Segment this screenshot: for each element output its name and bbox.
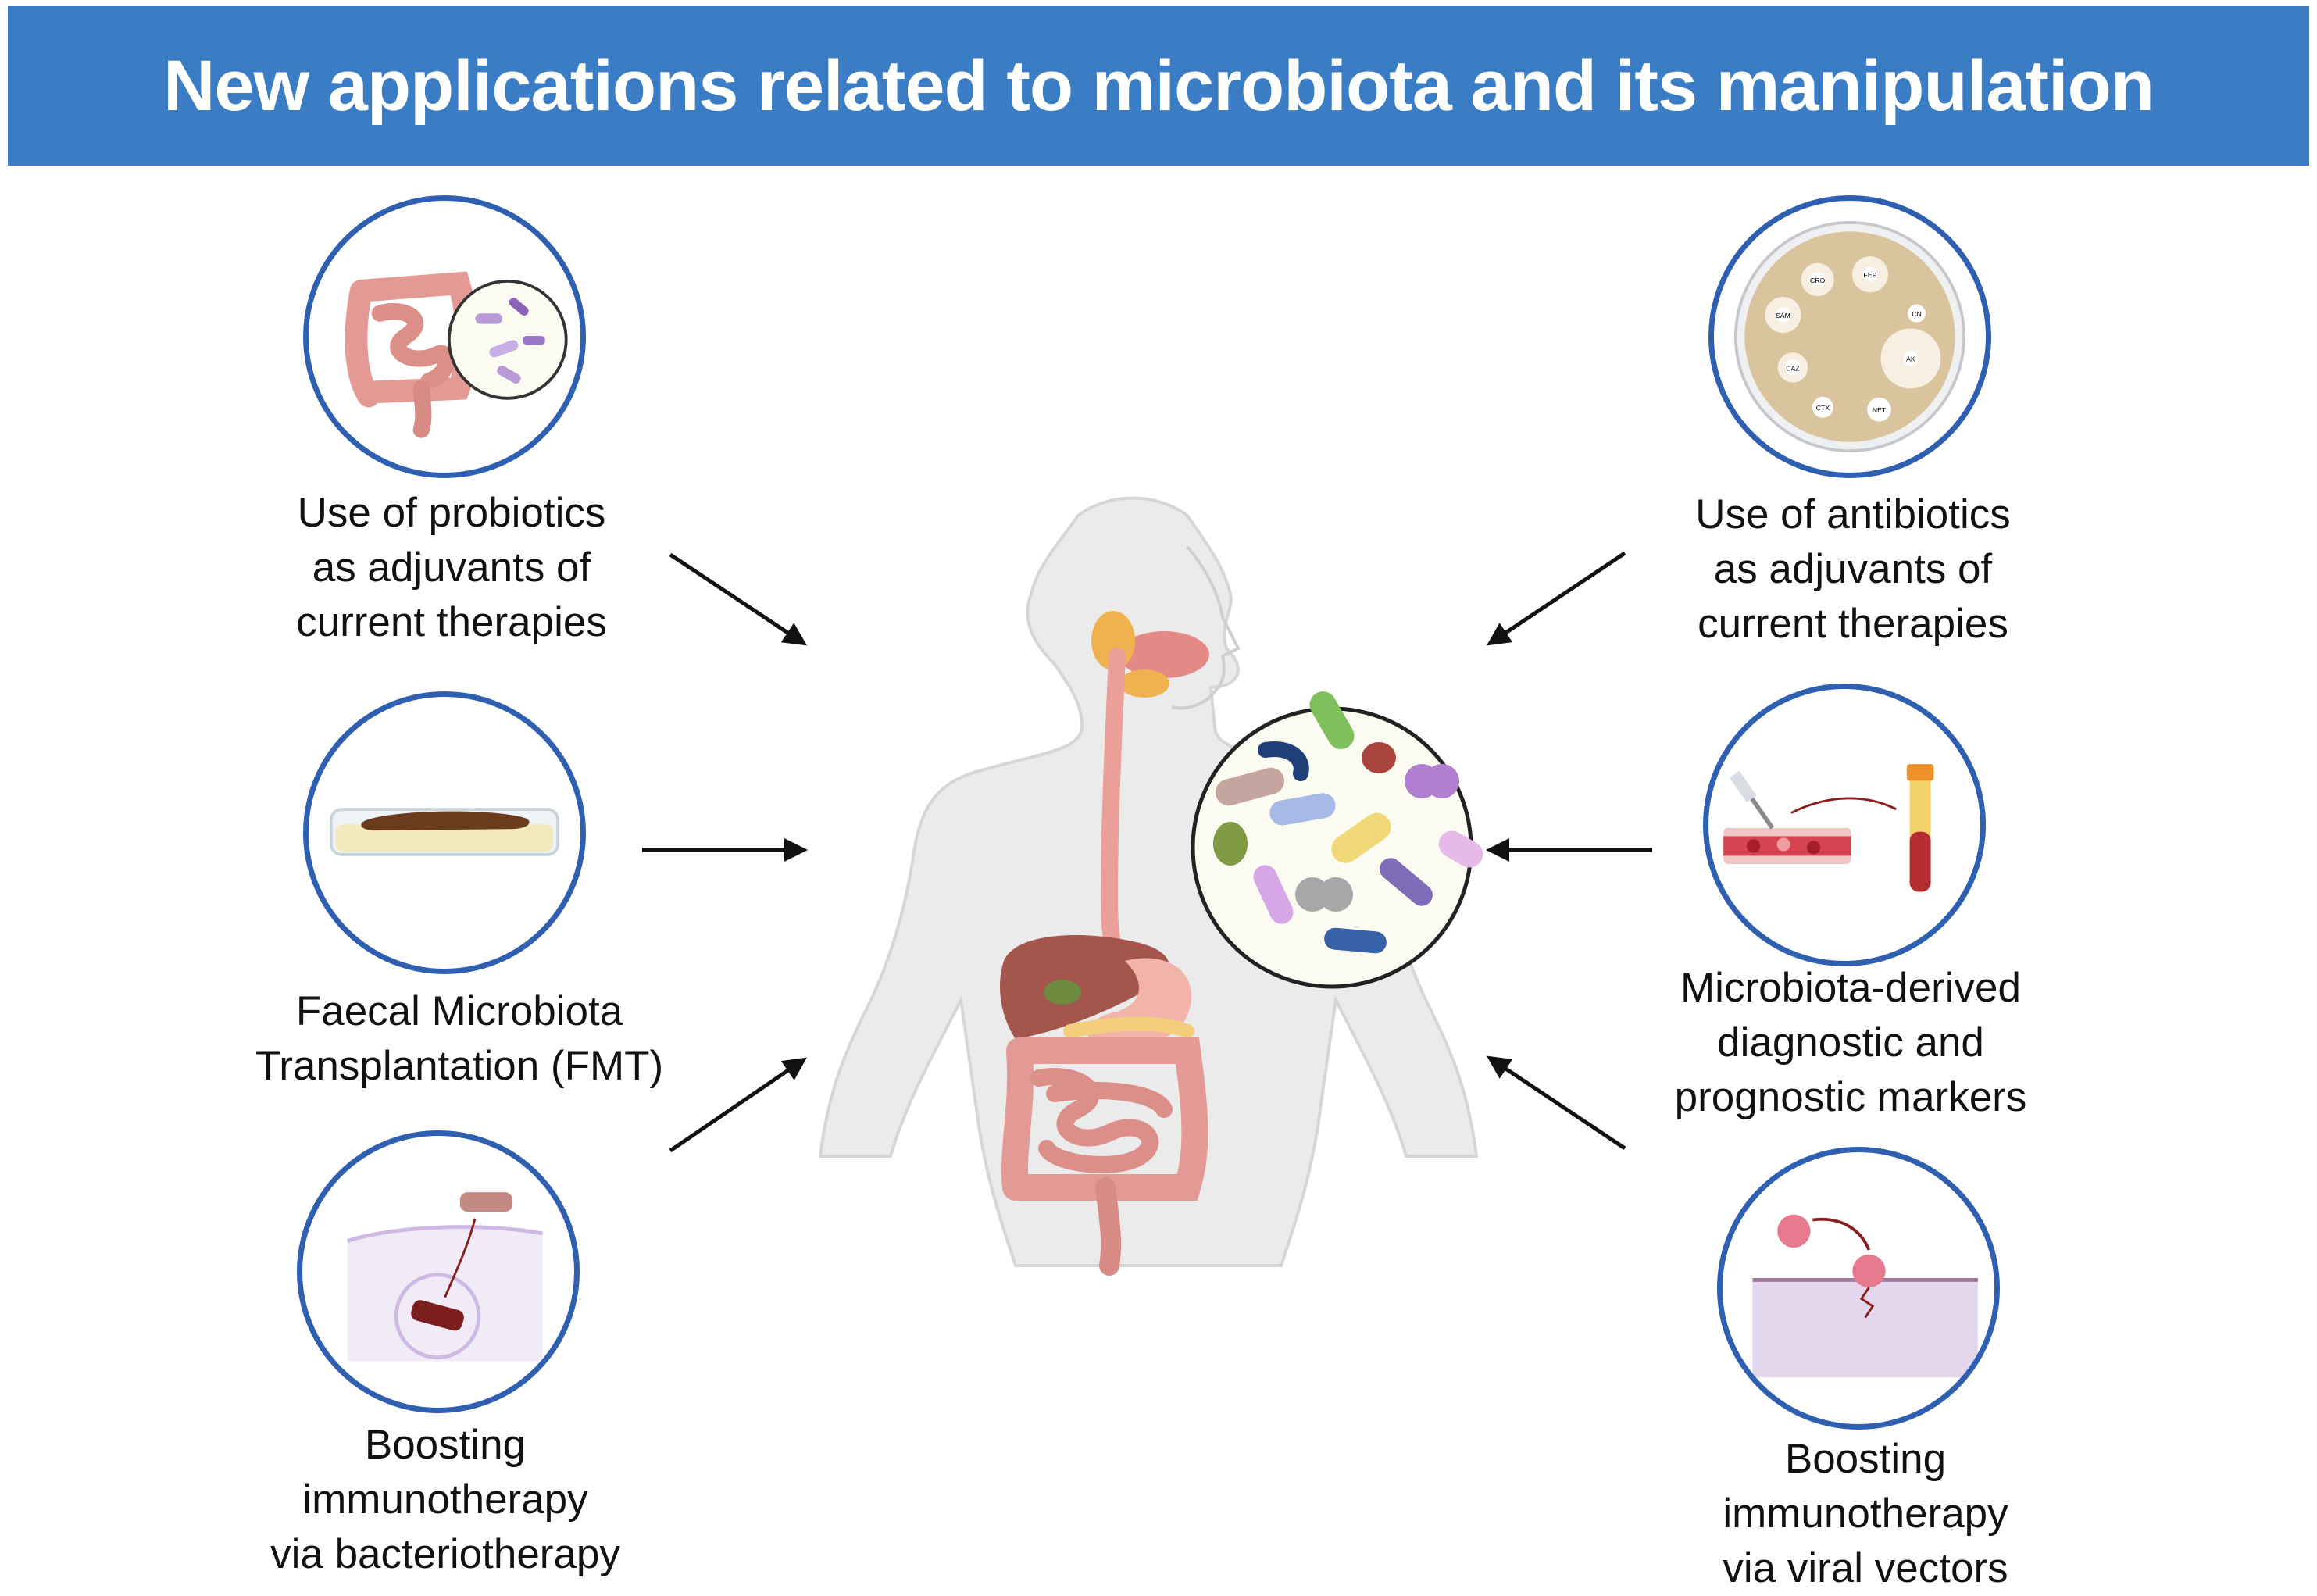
petri-dish-stool-icon	[329, 808, 560, 856]
arrow-viral	[1487, 1055, 1626, 1151]
large-intestine	[1001, 1037, 1208, 1201]
bacteriotherapy-label: Boosting immunotherapy via bacteriothera…	[270, 1422, 620, 1577]
face-profile	[1171, 545, 1241, 710]
antibiotic-disc-plate-icon: CRO FEP SAM CN AK CAZ CTX NET	[1733, 220, 1966, 453]
probiotics-circle	[303, 195, 586, 478]
svg-text:SAM: SAM	[1776, 312, 1790, 320]
gallbladder	[1044, 980, 1081, 1005]
markers-circle	[1703, 684, 1986, 966]
oral-cavity	[1119, 631, 1209, 678]
svg-text:FEP: FEP	[1864, 271, 1877, 279]
antibiotics-circle: CRO FEP SAM CN AK CAZ CTX NET	[1708, 195, 1991, 478]
arrow-bacteriotherapy	[669, 1057, 807, 1153]
svg-text:CRO: CRO	[1810, 277, 1825, 284]
bacteria-cell-icon	[346, 1192, 544, 1362]
fmt-label: Faecal Microbiota Transplantation (FMT)	[255, 988, 664, 1089]
svg-text:NET: NET	[1873, 406, 1887, 414]
svg-text:CAZ: CAZ	[1786, 364, 1800, 372]
page-title: New applications related to microbiota a…	[162, 45, 2155, 126]
bacteriotherapy-circle	[297, 1130, 580, 1413]
probiotics-label: Use of probiotics as adjuvants of curren…	[296, 490, 607, 645]
arrow-probiotics	[669, 552, 807, 646]
rectum	[1095, 1177, 1122, 1276]
microbiota-bacteria	[1213, 691, 1483, 954]
fmt-circle	[303, 691, 586, 974]
body-silhouette	[818, 496, 1479, 1267]
svg-text:CTX: CTX	[1816, 404, 1830, 412]
header-banner: New applications related to microbiota a…	[8, 6, 2309, 166]
blood-sample-icon	[1723, 764, 1934, 892]
small-intestine	[1030, 1068, 1173, 1173]
svg-text:AK: AK	[1906, 355, 1915, 363]
intestine-with-bacteria-icon	[345, 271, 568, 438]
markers-label: Microbiota-derived diagnostic and progno…	[1674, 965, 2027, 1120]
virus-cell-icon	[1752, 1214, 1978, 1378]
salivary-gland	[1119, 669, 1169, 698]
pancreas	[1063, 1016, 1194, 1038]
antibiotics-label: Use of antibiotics as adjuvants of curre…	[1695, 491, 2011, 647]
svg-text:CN: CN	[1912, 310, 1921, 318]
viral-circle	[1717, 1147, 2000, 1430]
arrow-antibiotics	[1487, 551, 1626, 646]
viral-label: Boosting immunotherapy via viral vectors	[1723, 1436, 2008, 1591]
